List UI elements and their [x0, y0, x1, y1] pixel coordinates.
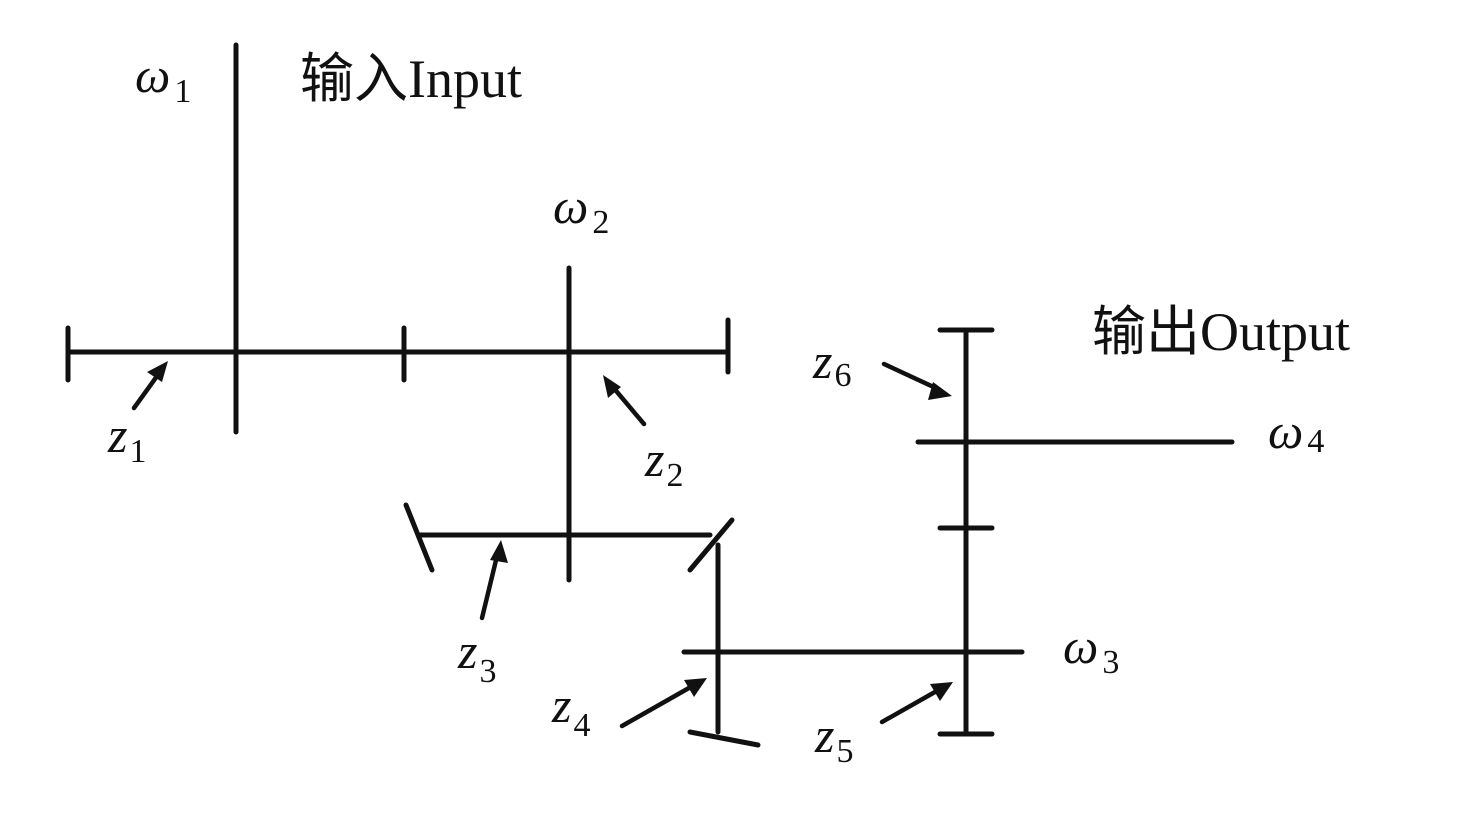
- arrow-z2: [603, 375, 647, 427]
- input-label: 输入Input: [300, 49, 522, 109]
- z3-label: z3: [457, 623, 496, 690]
- arrow-z1: [131, 361, 168, 411]
- z5-label: z5: [814, 707, 853, 770]
- bevel-gear-z3-left-end: [403, 502, 435, 573]
- arrow-z6: [881, 361, 952, 400]
- z1-label: z1: [107, 407, 146, 470]
- arrow-z4: [619, 678, 707, 729]
- output-label: 输出Output: [1092, 302, 1350, 362]
- arrow-z3: [479, 540, 508, 621]
- z6-label: z6: [812, 333, 851, 394]
- arrow-z5: [879, 682, 953, 725]
- z2-label: z2: [644, 431, 683, 494]
- bevel-gear-z4-bottom-end: [687, 729, 761, 748]
- z4-label: z4: [551, 677, 590, 744]
- bevel-gear-z4-top-end: [687, 517, 735, 573]
